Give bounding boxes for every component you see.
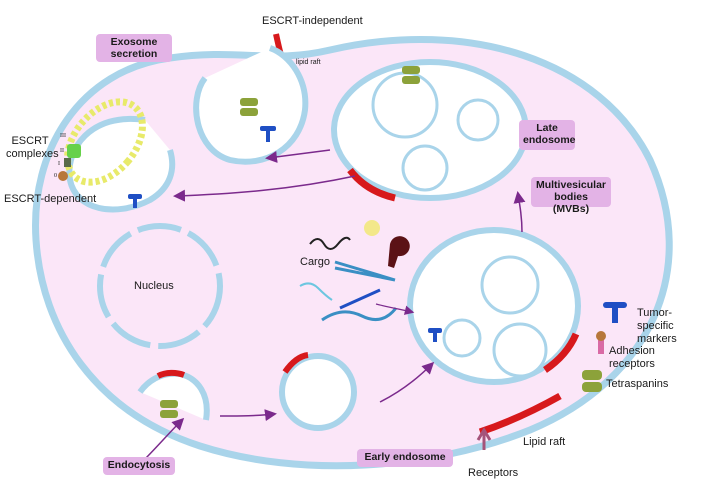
lipid-raft-segment — [478, 392, 562, 436]
escrt-roman-0: 0 — [54, 173, 57, 179]
nucleus-label: Nucleus — [134, 280, 174, 292]
cargo-dna — [321, 307, 398, 322]
cargo-rna — [299, 282, 333, 301]
lipid-raft-segment — [347, 167, 396, 202]
cargo-dna — [334, 260, 396, 282]
nucleus — [97, 223, 223, 349]
adhesion-receptor — [596, 331, 606, 354]
intraluminal-vesicle — [401, 144, 449, 192]
escrt-independent-label: ESCRT-independent — [262, 15, 363, 27]
flow-arrow — [265, 149, 331, 163]
cargo-protein — [388, 236, 410, 268]
flow-arrow — [375, 303, 415, 315]
receptors-label: Receptors — [468, 467, 519, 479]
lipid-raft-small-label: lipid raft — [296, 59, 321, 66]
lipid-raft-segment — [282, 352, 309, 374]
mvb-label: Multivesicular bodies (MVBs) — [531, 177, 611, 215]
escrt-complex-iii — [67, 144, 81, 158]
exosome-secretion-label: Exosome secretion — [96, 34, 172, 62]
escrt-roman-ii: II — [60, 148, 64, 154]
escrt-dependent-label: ESCRT-dependent — [4, 193, 97, 205]
receptor — [476, 427, 492, 450]
tumor-specific-marker — [603, 302, 627, 323]
flow-arrow — [143, 417, 185, 461]
tetraspanin — [402, 66, 420, 84]
cargo-dna — [339, 288, 381, 310]
flow-arrow — [513, 191, 526, 233]
lipid-raft-segment — [543, 332, 580, 373]
early-endosome-label: Early endosome — [357, 449, 453, 467]
early-endosome — [279, 353, 357, 431]
tumor-specific-markers-label: Tumor-specific markers — [637, 307, 677, 345]
tetraspanin — [160, 400, 178, 418]
tetraspanin — [582, 370, 602, 392]
escrt-roman-iii: III — [60, 133, 66, 139]
tumor-specific-marker — [128, 194, 142, 208]
escrt-complex-ii — [64, 158, 71, 167]
cargo-rna — [309, 236, 351, 250]
escrt-complex-0 — [58, 171, 68, 181]
escrt-roman-i: I — [58, 161, 60, 167]
lipid-raft-label: Lipid raft — [523, 436, 566, 448]
intraluminal-vesicle — [456, 98, 500, 142]
escrt-ring — [64, 98, 146, 186]
intraluminal-vesicle — [492, 322, 548, 378]
tumor-specific-marker — [260, 126, 276, 142]
flow-arrow — [379, 361, 435, 403]
endocytosis-label: Endocytosis — [103, 457, 175, 475]
intraluminal-vesicle — [480, 255, 540, 315]
tetraspanin — [240, 98, 258, 116]
flow-arrow — [173, 175, 356, 202]
lipid-raft-segment — [156, 369, 186, 379]
escrt-complexes-label: ESCRT complexes — [6, 135, 59, 160]
tumor-specific-marker — [428, 328, 442, 342]
late-endosome-label: Late endosome — [519, 120, 576, 150]
flow-arrow — [219, 409, 277, 422]
adhesion-receptors-label: Adhesion receptors — [609, 345, 655, 370]
intraluminal-vesicle — [442, 318, 482, 358]
tetraspanins-label: Tetraspanins — [606, 378, 669, 390]
cargo-lipid — [364, 220, 380, 236]
cargo-label: Cargo — [300, 256, 330, 268]
